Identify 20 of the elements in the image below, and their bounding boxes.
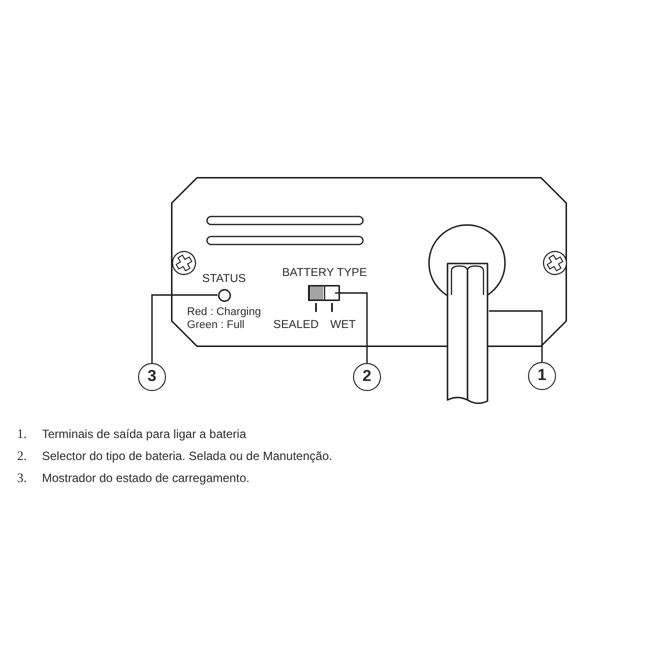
indicator-label: STATUS [202, 274, 246, 286]
indicator-note: Green : Full [187, 320, 244, 331]
list-item-text: Terminais de saída para ligar a bateria [42, 428, 246, 440]
switch-position-label: WET [330, 320, 356, 332]
list-number: 1. [17, 427, 27, 440]
leader-line [340, 292, 368, 363]
device-panel [171, 177, 567, 347]
list-number: 3. [17, 471, 27, 484]
callout-number: 1 [528, 362, 556, 390]
list-number: 2. [17, 449, 27, 462]
slide-switch [308, 285, 340, 301]
callout-number: 3 [138, 363, 166, 391]
callout-number: 2 [353, 363, 381, 391]
list-item-text: Selector do tipo de bateria. Selada ou de Manutenção. [42, 450, 332, 462]
leader-line [489, 310, 543, 362]
leader-line [151, 294, 218, 363]
indicator-note: Red : Charging [187, 306, 261, 318]
list-item-text: Mostrador do estado de carregamento. [42, 472, 250, 484]
switch-label: BATTERY TYPE [282, 268, 367, 280]
switch-position-label: SEALED [273, 320, 319, 332]
